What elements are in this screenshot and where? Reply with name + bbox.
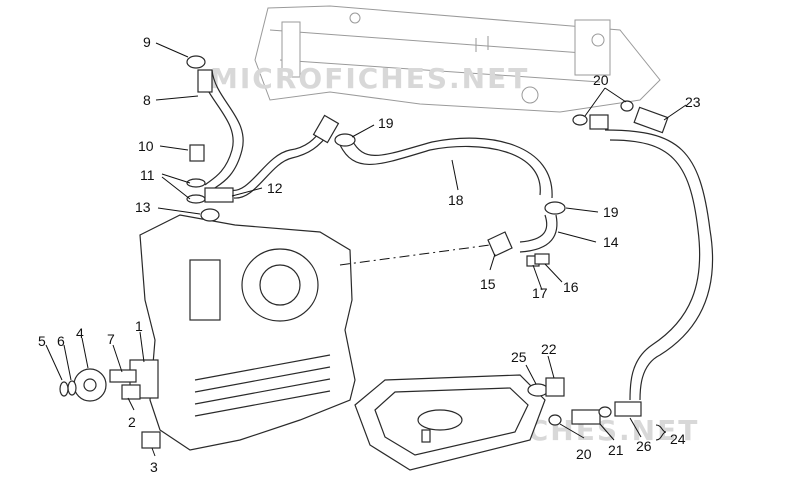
label-18: 18 — [448, 192, 464, 208]
screw-10 — [189, 144, 205, 162]
union-26 — [614, 401, 642, 417]
label-25: 25 — [511, 349, 527, 365]
hose-14 — [519, 214, 558, 253]
label-17: 17 — [532, 285, 548, 301]
label-6: 6 — [57, 333, 65, 349]
seal-26 — [598, 406, 612, 418]
alignment-line — [339, 244, 491, 266]
washer-25 — [527, 383, 549, 397]
label-15: 15 — [480, 276, 496, 292]
fitting-12 — [204, 187, 234, 203]
label-21: 21 — [608, 442, 624, 458]
bushing-3 — [141, 431, 161, 449]
label-22: 22 — [541, 341, 557, 357]
label-20-upper: 20 — [593, 72, 609, 88]
washer-11-upper — [186, 178, 206, 188]
banjo-bolt-23 — [633, 106, 669, 134]
label-13: 13 — [135, 199, 151, 215]
label-2: 2 — [128, 414, 136, 430]
label-7: 7 — [107, 331, 115, 347]
bracket-15 — [487, 231, 513, 257]
pin-2 — [121, 384, 141, 400]
washer-6 — [67, 380, 77, 396]
oil-line-24 — [604, 129, 714, 401]
label-11: 11 — [140, 167, 155, 183]
banjo-fitting — [589, 114, 609, 130]
oil-sump — [354, 374, 546, 471]
label-10: 10 — [138, 138, 154, 154]
label-12: 12 — [267, 180, 283, 196]
label-5: 5 — [38, 333, 46, 349]
label-9: 9 — [143, 34, 151, 50]
part-labels: 1 2 3 4 5 6 7 8 9 10 11 12 13 14 15 16 1… — [38, 34, 701, 475]
label-1: 1 — [135, 318, 143, 334]
washer-20-lower — [548, 414, 562, 426]
label-20-lower: 20 — [576, 446, 592, 462]
label-23: 23 — [685, 94, 701, 110]
clamp-19-lower — [544, 201, 566, 215]
plug-22 — [545, 377, 565, 397]
label-8: 8 — [143, 92, 151, 108]
seal-13 — [200, 208, 220, 222]
label-14: 14 — [603, 234, 619, 250]
label-24: 24 — [670, 431, 686, 447]
washer-20-upper-right — [620, 100, 634, 112]
clamp-19-upper — [334, 133, 356, 147]
frame-section — [254, 5, 661, 113]
label-19-lower: 19 — [603, 204, 619, 220]
hose-12 — [229, 114, 340, 199]
label-4: 4 — [76, 325, 84, 341]
shaft-7 — [109, 369, 137, 383]
label-16: 16 — [563, 279, 579, 295]
hose-18 — [339, 137, 553, 199]
breather-hose-8 — [186, 55, 244, 191]
label-26: 26 — [636, 438, 652, 454]
washer-20-upper — [572, 114, 588, 126]
label-3: 3 — [150, 459, 158, 475]
watermark-text: MICROFICHES.NET — [210, 62, 529, 95]
label-19-upper: 19 — [378, 115, 394, 131]
fitting-21 — [571, 409, 601, 425]
nut-5 — [59, 381, 69, 397]
engine-block — [139, 214, 356, 451]
screw-16 — [534, 253, 550, 265]
leader-lines — [45, 42, 687, 457]
gear-4-hub — [83, 378, 97, 392]
